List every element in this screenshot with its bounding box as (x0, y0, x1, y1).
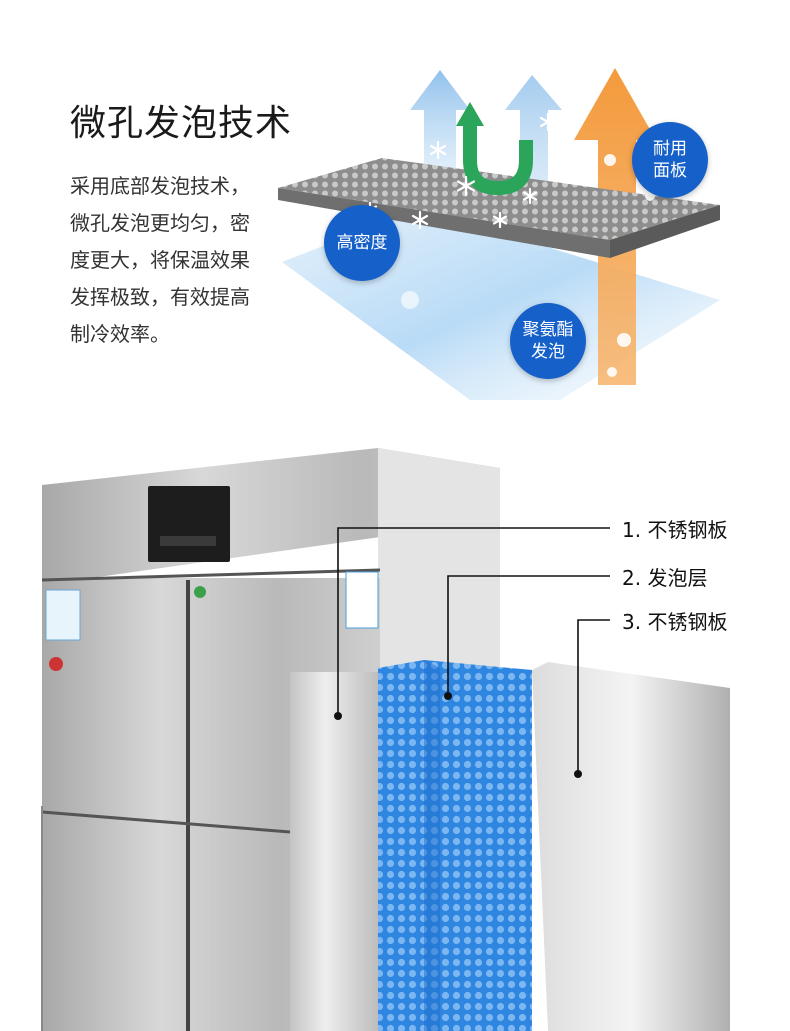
panel-side-face (610, 205, 720, 258)
steel-layer-1 (290, 672, 378, 1031)
feature-title: 微孔发泡技术 (70, 103, 293, 144)
up-arrow-icon (410, 70, 470, 190)
foam-layer (378, 660, 532, 1031)
panel-top-face (278, 158, 720, 240)
control-panel (148, 486, 230, 562)
leader-dot (574, 770, 582, 778)
logo-icon (194, 586, 206, 598)
description-line: 度更大，将保温效果 (70, 248, 250, 272)
label-sticker (45, 589, 81, 641)
logo-icon (49, 657, 63, 671)
layer-leader-lines (337, 527, 610, 774)
layer-label-steel-1: 1. 不锈钢板 (622, 518, 728, 542)
description-line: 发挥极致，有效提高 (70, 285, 250, 309)
description-line: 微孔发泡更均匀，密 (70, 211, 250, 235)
label-sticker (345, 571, 379, 629)
feature-description: 采用底部发泡技术， 微孔发泡更均匀，密 度更大，将保温效果 发挥极致，有效提高 … (70, 168, 280, 353)
layer-label-foam: 2. 发泡层 (622, 566, 708, 590)
badge-pu-foam: 聚氨酯发泡 (510, 303, 586, 379)
steel-layer-3 (532, 662, 730, 1031)
badge-durable-panel: 耐用面板 (632, 122, 708, 198)
leader-dot (444, 692, 452, 700)
u-turn-arrow-icon (463, 122, 533, 196)
badge-high-density: 高密度 (324, 205, 400, 281)
leader-dot (334, 712, 342, 720)
description-line: 制冷效率。 (70, 322, 170, 346)
description-line: 采用底部发泡技术， (70, 174, 250, 198)
foam-layer-edge (424, 660, 440, 1031)
layer-label-steel-3: 3. 不锈钢板 (622, 610, 728, 634)
